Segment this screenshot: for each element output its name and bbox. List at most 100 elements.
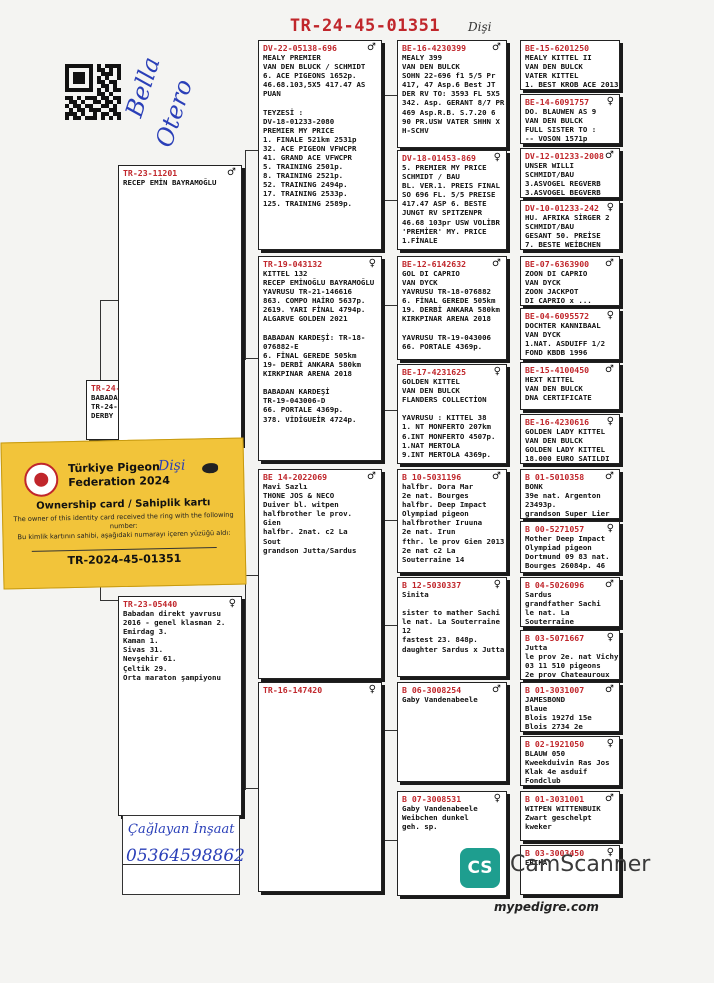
sex-symbol-icon — [611, 42, 614, 53]
sex-symbol-icon: ♀ — [606, 202, 614, 213]
pedigree-note: Weibchen dunkel — [402, 813, 469, 823]
pedigree-note: Mavi Sazlı — [263, 482, 308, 491]
pedigree-note: 2619. YARI FİNAL 4794p. — [263, 305, 366, 315]
pedigree-note: YAVRUSU TR-18-076882 — [402, 287, 491, 297]
pedigree-note — [263, 378, 377, 387]
sex-symbol-icon: ♀ — [493, 366, 501, 377]
pedigree-note: YAVRUSU TR-19-043006 — [402, 332, 491, 342]
pedigree-note: Orta maraton şampiyonu — [123, 672, 221, 682]
pedigree-note: THONE JOS & NECO — [263, 491, 335, 501]
pedigree-note: FOND KBDB 1996 — [525, 348, 588, 358]
sex-symbol-icon: ♂ — [492, 42, 501, 53]
pedigree-note: Zwart geschelpt — [525, 813, 592, 823]
federation-logo-icon — [23, 462, 59, 498]
connector-line — [245, 600, 246, 790]
pedigree-note: Kaman 1. — [123, 636, 159, 646]
sex-symbol-icon: ♀ — [493, 152, 501, 163]
pedigree-note: le nat. La Souterraine — [402, 617, 500, 627]
pedigree-note: 1.NAT. ASDUIFF 1/2 — [525, 339, 606, 349]
pedigree-note: Nevşehir 61. — [123, 654, 177, 664]
pedigree-note: 1. BEST KROB ACE 2013 — [525, 80, 619, 90]
pedigree-note: -- VOSON 1571p — [525, 134, 588, 144]
connector-line — [384, 95, 385, 201]
pedigree-note: 469 Asp.R.B. S.7.20 6 — [402, 107, 496, 117]
pedigree-note: 90 PR.USW VATER SHHN X — [402, 116, 500, 126]
pedigree-note: ZOON JACKPOT — [525, 287, 579, 297]
pedigree-note: 2e prov Chateauroux — [525, 670, 610, 680]
pedigree-note: SCHMIDT / BAU — [402, 172, 460, 182]
ring-number: BE-16-4230616 — [525, 417, 590, 427]
pedigree-note: PUAN — [263, 89, 281, 99]
pedigree-note: ERIKA — [525, 858, 548, 867]
pedigree-note: halfbrother Iruuna — [402, 518, 483, 528]
contact-handwritten-line2: 05364598862 — [126, 846, 245, 866]
qr-code-icon — [65, 64, 121, 120]
pedigree-note: KITTEL 132 — [263, 269, 308, 278]
pedigree-note: Blois 2734 2e — [525, 722, 583, 732]
pedigree-note: le prov 2e. nat Vichy — [525, 652, 619, 662]
pedigree-note: fthr. le prov Gien 2013 — [402, 536, 505, 546]
pedigree-note: 7. BESTE WEİBCHEN — [525, 240, 601, 250]
pedigree-note: YAVRUSU TR-21-146616 — [263, 287, 352, 297]
pedigree-note: 6. FİNAL GEREDE 505km — [263, 350, 357, 360]
sex-symbol-icon: ♀ — [493, 793, 501, 804]
ring-number: B 02-1921050 — [525, 739, 585, 749]
pedigree-note: 'PREMİER' MY. PRICE — [402, 226, 487, 236]
pedigree-note: halfbr. Deep Impact — [402, 500, 487, 510]
pedigree-note: Sinita — [402, 590, 429, 599]
sex-symbol-icon: ♂ — [605, 471, 614, 482]
connector-line — [384, 730, 397, 731]
ring-number: BE-15-6201250 — [525, 43, 590, 53]
pedigree-note: KIRKPINAR ARENA 2018 — [263, 369, 352, 379]
ring-number: BE-16-4230399 — [402, 43, 467, 53]
ring-number: TR-19-043132 — [263, 259, 323, 269]
connector-line — [245, 300, 246, 360]
pedigree-note: 32. ACE PIGEON VFWCPR — [263, 143, 357, 153]
pedigree-note: 417.47 ASP 6. BESTE — [402, 199, 487, 209]
pedigree-note: 2e nat. Irun — [402, 527, 456, 537]
pedigree-note: 2016 - genel klasman 2. — [123, 618, 226, 628]
pedigree-note: ZOON DI CAPRIO — [525, 269, 588, 278]
pedigree-note — [402, 404, 502, 413]
sex-symbol-icon: ♀ — [606, 96, 614, 107]
pedigree-note: Babadan direkt yavrusu — [123, 609, 221, 618]
pedigree-note: GOLDEN LADY KITTEL — [525, 427, 606, 436]
sex-symbol-icon: ♀ — [606, 632, 614, 643]
pedigree-note: 41. GRAND ACE VFWCPR — [263, 153, 352, 163]
ring-number: BE-14-6091757 — [525, 97, 590, 107]
connector-line — [100, 600, 118, 601]
sex-symbol-icon: ♀ — [228, 598, 236, 609]
ring-number: DV-12-01233-2008 — [525, 151, 604, 161]
camscanner-logo-icon: CS — [460, 848, 500, 888]
pedigree-note: Gien — [263, 518, 281, 528]
pedigree-note: VAN DEN BULCK — [402, 62, 460, 72]
ring-number: B 03-5071667 — [525, 633, 585, 643]
connector-line — [245, 150, 246, 300]
pedigree-note: 5. TRAINING 2501p. — [263, 162, 344, 172]
pedigree-note: 3.ASVOGEL BEGVERB — [525, 188, 601, 198]
pedigree-note: 1.NAT MERTOLA — [402, 440, 460, 450]
sex-symbol-icon: ♀ — [606, 416, 614, 427]
pedigree-note: VAN DYCK — [402, 278, 438, 288]
pedigree-note: 39e nat. Argenton — [525, 491, 601, 501]
connector-line — [245, 358, 258, 359]
connector-line — [245, 575, 246, 600]
pedigree-note: kweker — [525, 822, 552, 832]
ring-number: B 01-3031007 — [525, 685, 585, 695]
pedigree-note: 417, 47 Asp.6 Best JT — [402, 80, 496, 90]
sex-symbol-icon: ♀ — [606, 847, 614, 858]
pedigree-note: SCHMIDT/BAU — [525, 170, 574, 180]
ring-number: BE 14-2022069 — [263, 472, 328, 482]
pedigree-note: Fondclub — [525, 776, 561, 786]
pedigree-note: FULL SISTER TO : — [525, 125, 597, 135]
pedigree-note: KIRKPINAR ARENA 2018 — [402, 314, 491, 324]
